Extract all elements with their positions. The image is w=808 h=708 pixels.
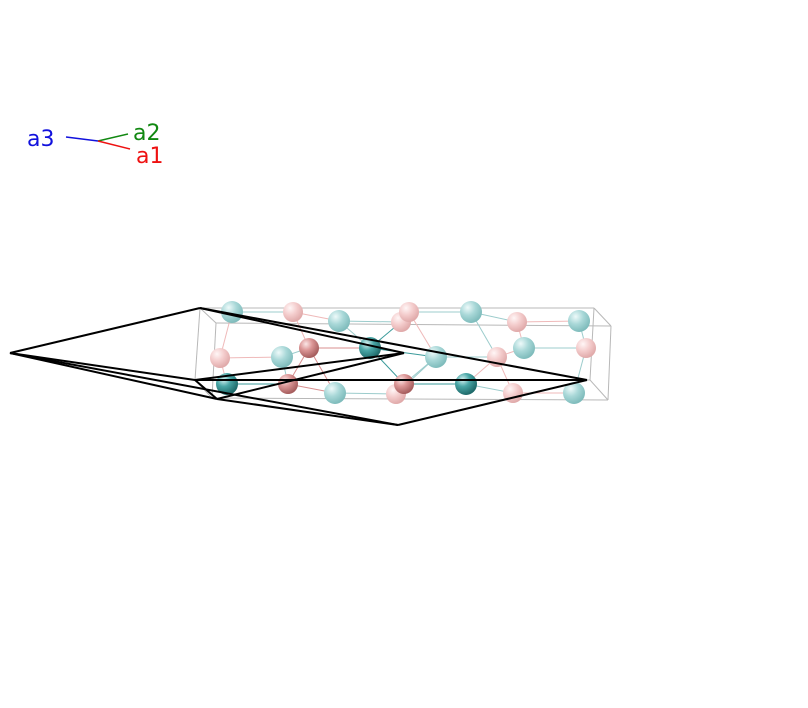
atom[interactable] bbox=[359, 337, 381, 359]
a2-axis-label: a2 bbox=[133, 121, 160, 146]
a1-axis-label: a1 bbox=[136, 144, 163, 169]
atom[interactable] bbox=[568, 310, 590, 332]
atom[interactable] bbox=[299, 338, 319, 358]
axis-triad: a3 a2 a1 bbox=[27, 121, 163, 169]
atom[interactable] bbox=[576, 338, 596, 358]
atom[interactable] bbox=[513, 337, 535, 359]
atom[interactable] bbox=[455, 373, 477, 395]
atom[interactable] bbox=[394, 374, 414, 394]
atom[interactable] bbox=[216, 373, 238, 395]
atom[interactable] bbox=[271, 346, 293, 368]
atom[interactable] bbox=[283, 302, 303, 322]
atom[interactable] bbox=[563, 382, 585, 404]
atom[interactable] bbox=[460, 301, 482, 323]
atom[interactable] bbox=[324, 382, 346, 404]
atom[interactable] bbox=[221, 301, 243, 323]
a1-axis-line bbox=[97, 140, 131, 150]
atom[interactable] bbox=[328, 310, 350, 332]
atoms-front bbox=[216, 337, 477, 395]
atom[interactable] bbox=[425, 346, 447, 368]
a2-axis-line bbox=[97, 133, 129, 142]
atom[interactable] bbox=[399, 302, 419, 322]
atom[interactable] bbox=[507, 312, 527, 332]
a3-axis-line bbox=[65, 136, 99, 142]
atom[interactable] bbox=[210, 348, 230, 368]
primitive-cell bbox=[9, 307, 588, 426]
a3-axis-label: a3 bbox=[27, 127, 54, 152]
